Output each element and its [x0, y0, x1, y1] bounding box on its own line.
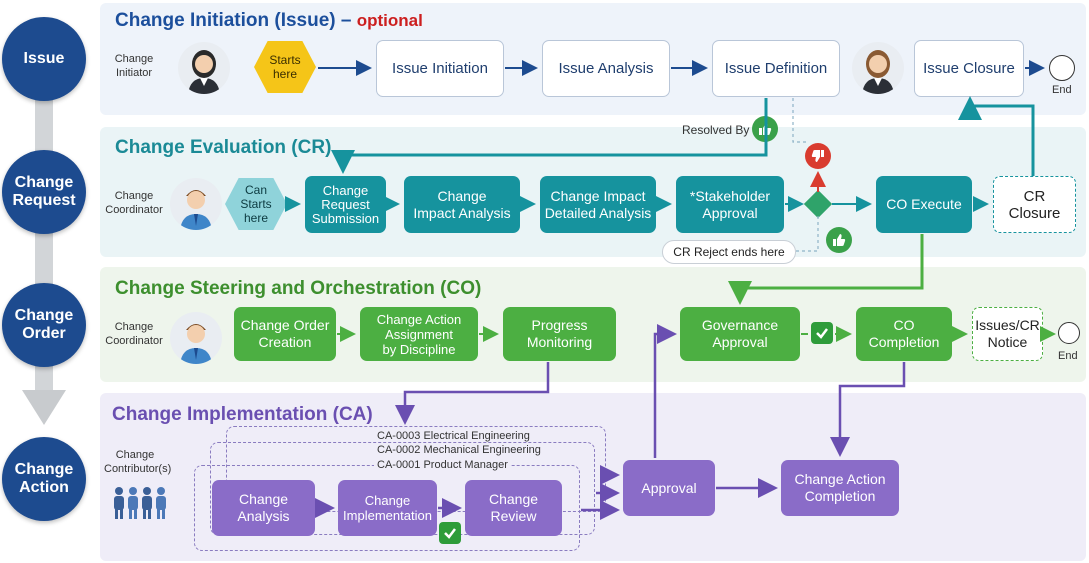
co-end-label: End	[1058, 350, 1078, 362]
co-assignment-step[interactable]: Change Action Assignment by Discipline	[360, 307, 478, 361]
ca-item-0002: CA-0002 Mechanical Engineering	[374, 444, 544, 456]
issue-lane-title: Change Initiation (Issue) – optional	[115, 10, 423, 32]
cr-submission-step[interactable]: Change Request Submission	[305, 176, 386, 233]
cr-closure-step[interactable]: CR Closure	[993, 176, 1076, 233]
ca-review-step[interactable]: Change Review	[465, 480, 562, 536]
stage-change-action[interactable]: Change Action	[2, 437, 86, 521]
ca-approval-step[interactable]: Approval	[623, 460, 715, 516]
co-governance-approval-step[interactable]: Governance Approval	[680, 307, 800, 361]
cr-start-marker: Can Starts here	[225, 178, 287, 230]
issue-start-marker: Starts here	[254, 41, 316, 93]
stage-issue[interactable]: Issue	[2, 17, 86, 101]
resolved-by-label: Resolved By	[682, 123, 750, 137]
issue-end-label: End	[1052, 84, 1072, 96]
cr-stakeholder-approval-step[interactable]: *Stakeholder Approval	[676, 176, 784, 233]
cr-detailed-analysis-step[interactable]: Change Impact Detailed Analysis	[540, 176, 656, 233]
co-creation-step[interactable]: Change Order Creation	[234, 307, 336, 361]
reject-thumbs-down-icon	[805, 143, 831, 169]
co-end-circle	[1058, 322, 1080, 344]
issue-initiation-step[interactable]: Issue Initiation	[376, 40, 504, 97]
issue-end-circle	[1049, 55, 1075, 81]
co-governance-check-icon	[811, 322, 833, 344]
ca-implementation-step[interactable]: Change Implementation	[338, 480, 437, 536]
co-completion-step[interactable]: CO Completion	[856, 307, 952, 361]
approve-thumbs-up-icon	[826, 227, 852, 253]
issue-lane-title-optional: optional	[356, 11, 423, 30]
cr-impact-analysis-step[interactable]: Change Impact Analysis	[404, 176, 520, 233]
ca-item-0001: CA-0001 Product Manager	[374, 459, 511, 471]
closure-avatar	[852, 42, 904, 94]
issue-lane-title-main: Change Initiation (Issue) –	[115, 10, 357, 31]
initiator-avatar	[178, 42, 230, 94]
co-notice-step[interactable]: Issues/CR Notice	[972, 307, 1043, 361]
issue-analysis-step[interactable]: Issue Analysis	[542, 40, 670, 97]
co-coordinator-avatar	[170, 312, 222, 364]
cr-reject-note: CR Reject ends here	[662, 240, 796, 264]
co-lane-title: Change Steering and Orchestration (CO)	[115, 278, 482, 299]
cr-lane-title: Change Evaluation (CR)	[115, 137, 332, 158]
ca-review-check-icon	[439, 522, 461, 544]
stage-change-request[interactable]: Change Request	[2, 150, 86, 234]
issue-definition-step[interactable]: Issue Definition	[712, 40, 840, 97]
ca-completion-step[interactable]: Change Action Completion	[781, 460, 899, 516]
co-monitoring-step[interactable]: Progress Monitoring	[503, 307, 616, 361]
contributors-label: Change Contributor(s)	[104, 449, 172, 475]
initiator-label: Change Initiator	[114, 53, 154, 79]
cr-coordinator-avatar	[170, 178, 222, 230]
stage-change-order[interactable]: Change Order	[2, 283, 86, 367]
cr-co-execute-step[interactable]: CO Execute	[876, 176, 972, 233]
ca-lane-title: Change Implementation (CA)	[112, 404, 373, 425]
contributors-group-icon	[112, 486, 170, 520]
ca-item-0003: CA-0003 Electrical Engineering	[374, 430, 533, 442]
ca-analysis-step[interactable]: Change Analysis	[212, 480, 315, 536]
co-coordinator-label: Change Coordinator	[105, 321, 163, 347]
cr-coordinator-label: Change Coordinator	[105, 190, 163, 216]
